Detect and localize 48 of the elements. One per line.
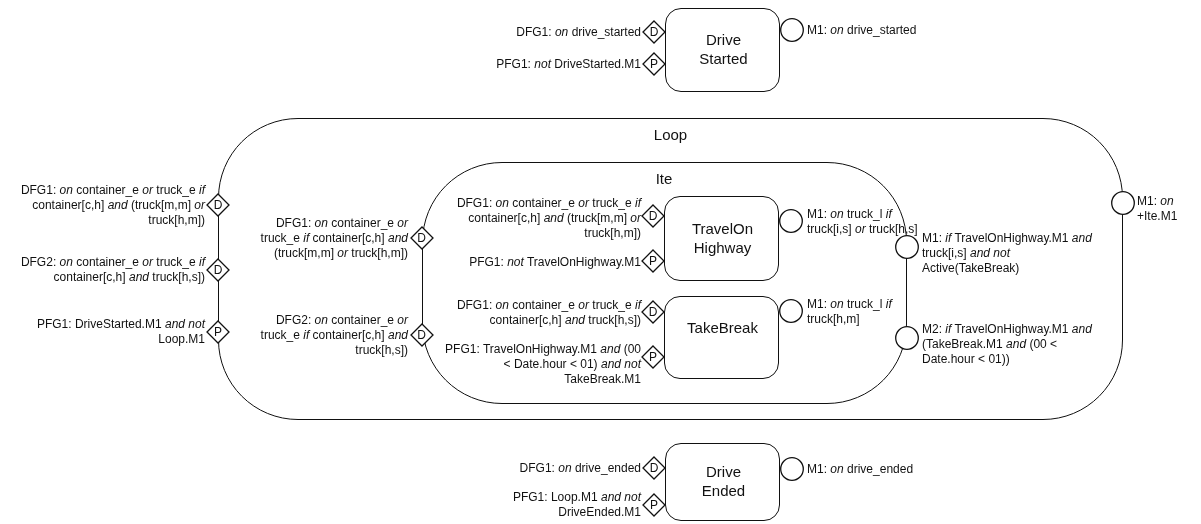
guard-diamond: P bbox=[207, 321, 229, 343]
stage-title: TakeBreak bbox=[686, 317, 759, 337]
milestone-circle bbox=[1111, 191, 1135, 215]
guard-diamond: P bbox=[642, 346, 664, 368]
milestone-circle bbox=[780, 457, 804, 481]
guard-diamond: P bbox=[643, 494, 665, 516]
milestone-circle bbox=[779, 299, 803, 323]
guard-diamond: D bbox=[207, 194, 229, 216]
stage-title: TravelOn Highway bbox=[690, 218, 755, 257]
stage-title: Ite bbox=[655, 168, 673, 188]
stage-box bbox=[664, 296, 779, 379]
guard-label: DFG2: on container_e or truck_e if container[c,h] and truck[h,s]) bbox=[19, 255, 205, 285]
guard-label: DFG2: on container_e or truck_e if container[c,h] and truck[h,s]) bbox=[259, 312, 408, 358]
guard-label: DFG1: on drive_started bbox=[515, 24, 641, 40]
milestone-label: M1: on truck_l if truck[h,m] bbox=[807, 297, 894, 327]
guard-label: PFG1: DriveStarted.M1 and not Loop.M1 bbox=[35, 317, 205, 347]
milestone-label: M1: on truck_l if truck[i,s] or truck[h,s] bbox=[807, 207, 919, 237]
milestone-label: M1: on drive_ended bbox=[807, 461, 915, 477]
milestone-label: M1: on +Ite.M1 bbox=[1137, 194, 1179, 224]
milestone-circle bbox=[779, 209, 803, 233]
guard-label: DFG1: on container_e or truck_e if container[c,h] and (truck[m,m] or truck[h,m]) bbox=[19, 182, 205, 228]
guard-diamond: D bbox=[207, 259, 229, 281]
guard-label: DFG1: on container_e or truck_e if container[c,h] and truck[h,s]) bbox=[455, 298, 641, 328]
guard-diamond: D bbox=[643, 21, 665, 43]
stage-box bbox=[664, 196, 779, 281]
guard-label: DFG1: on container_e or truck_e if container[c,h] and (truck[m,m] or truck[h,m]) bbox=[259, 215, 408, 261]
stage-title: Drive Ended bbox=[700, 462, 747, 500]
guard-label: DFG1: on container_e or truck_e if container[c,h] and (truck[m,m] or truck[h,m]) bbox=[455, 195, 641, 241]
guard-label: PFG1: not DriveStarted.M1 bbox=[495, 56, 641, 72]
guard-label: DFG1: on drive_ended bbox=[518, 460, 641, 476]
stage-box bbox=[665, 443, 780, 521]
milestone-label: M1: on drive_started bbox=[807, 22, 917, 38]
milestone-circle bbox=[894, 234, 919, 259]
guard-diamond: D bbox=[642, 301, 664, 323]
guard-diamond: D bbox=[410, 226, 433, 249]
guard-diamond: D bbox=[643, 457, 665, 479]
guard-diamond: P bbox=[643, 53, 665, 75]
guard-diamond: D bbox=[410, 323, 433, 346]
guard-label: PFG1: TravelOnHighway.M1 and (00 < Date.hour < 01) and not TakeBreak.M1 bbox=[444, 341, 641, 387]
guard-diamond: P bbox=[642, 250, 664, 272]
stage-box bbox=[665, 8, 780, 92]
milestone-circle bbox=[780, 18, 804, 42]
guard-diamond: D bbox=[642, 205, 664, 227]
milestone-circle bbox=[894, 325, 919, 350]
guard-label: PFG1: Loop.M1 and not DriveEnded.M1 bbox=[511, 490, 641, 520]
guard-label: PFG1: not TravelOnHighway.M1 bbox=[468, 254, 641, 270]
stage-title: Loop bbox=[653, 125, 688, 144]
stage-title: Drive Started bbox=[698, 30, 749, 68]
